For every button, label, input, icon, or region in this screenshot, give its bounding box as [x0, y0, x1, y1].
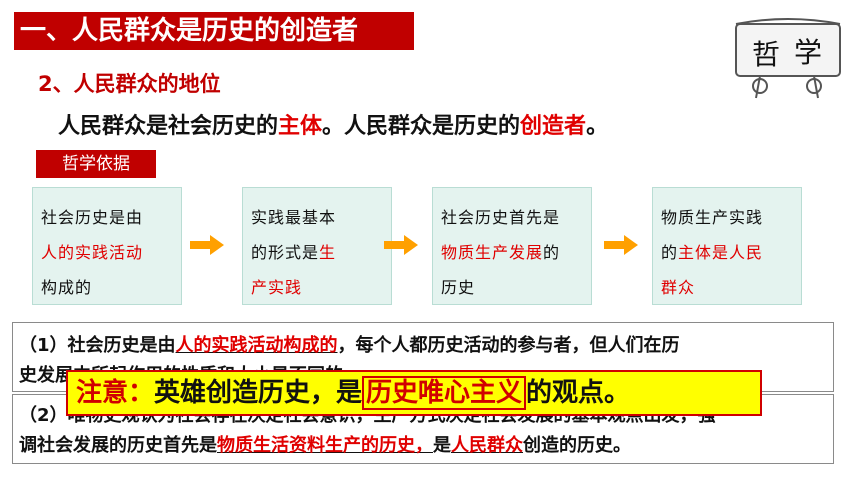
- step-highlight: 产实践: [251, 278, 303, 297]
- step-highlight: 物质生产发展: [441, 243, 544, 262]
- badge-char-2: 学: [794, 36, 822, 69]
- attention-note: 注意：英雄创造历史，是历史唯心主义的观点。: [66, 370, 762, 416]
- main-sentence-part: 人民群众是社会历史的: [58, 114, 279, 139]
- philosophy-badge-image: 哲 学: [735, 18, 841, 99]
- step-text: 社会历史首先是: [441, 208, 561, 227]
- basis-label: 哲学依据: [36, 150, 156, 178]
- step-text: 实践最基本: [251, 208, 337, 227]
- note-highlight: 历史唯心主义: [362, 376, 527, 410]
- arrow-right-icon: [384, 235, 418, 255]
- para-text: （1）社会历史是由: [19, 335, 176, 356]
- para-highlight: 人的实践活动构成的: [175, 335, 338, 356]
- note-text: 的观点。: [526, 378, 631, 408]
- step-highlight: 主体是人民: [678, 243, 764, 262]
- para-highlight: 人民群众: [451, 435, 523, 456]
- flow-step-3: 社会历史首先是 物质生产发展的 历史: [432, 187, 592, 305]
- flow-step-4: 物质生产实践 的主体是人民 群众: [652, 187, 802, 305]
- section-title: 一、人民群众是历史的创造者: [14, 12, 414, 50]
- arrow-right-icon: [190, 235, 224, 255]
- note-text: 英雄创造历史，是: [154, 378, 363, 408]
- step-text: 的: [661, 243, 679, 262]
- step-text: 历史: [441, 278, 476, 297]
- step-text: 的形式是: [251, 243, 320, 262]
- step-text: 物质生产实践: [661, 208, 764, 227]
- highlight-subject: 主体: [278, 114, 323, 139]
- highlight-creator: 创造者: [520, 114, 587, 139]
- main-sentence-part: 。: [586, 114, 609, 139]
- step-text: 社会历史是由: [41, 208, 144, 227]
- badge-char-1: 哲: [752, 38, 780, 71]
- para-text: ，每个人都历史活动的参与者，但人们在历: [337, 335, 680, 356]
- para-text: 调社会发展的历史首先是: [19, 435, 217, 456]
- para1-line1: （1）社会历史是由人的实践活动构成的，每个人都历史活动的参与者，但人们在历: [19, 331, 680, 357]
- step-highlight: 群众: [661, 278, 696, 297]
- para-highlight: 物质生活资料生产的历史，: [217, 435, 433, 456]
- main-sentence: 人民群众是社会历史的主体。人民群众是历史的创造者。: [58, 108, 608, 140]
- note-label: 注意：: [76, 378, 155, 408]
- flow-step-2: 实践最基本 的形式是生 产实践: [242, 187, 392, 305]
- arrow-right-icon: [604, 235, 638, 255]
- subheading: 2、人民群众的地位: [38, 72, 221, 96]
- para-text: 创造的历史。: [523, 435, 631, 456]
- step-text: 构成的: [41, 278, 93, 297]
- step-highlight: 人的实践活动: [41, 243, 144, 262]
- para2-line2: 调社会发展的历史首先是物质生活资料生产的历史，是人民群众创造的历史。: [19, 431, 631, 457]
- para-text: 是: [433, 435, 451, 456]
- step-text: 的: [543, 243, 561, 262]
- step-highlight: 生: [319, 243, 337, 262]
- main-sentence-part: 。人民群众是历史的: [322, 114, 521, 139]
- flow-step-1: 社会历史是由 人的实践活动 构成的: [32, 187, 182, 305]
